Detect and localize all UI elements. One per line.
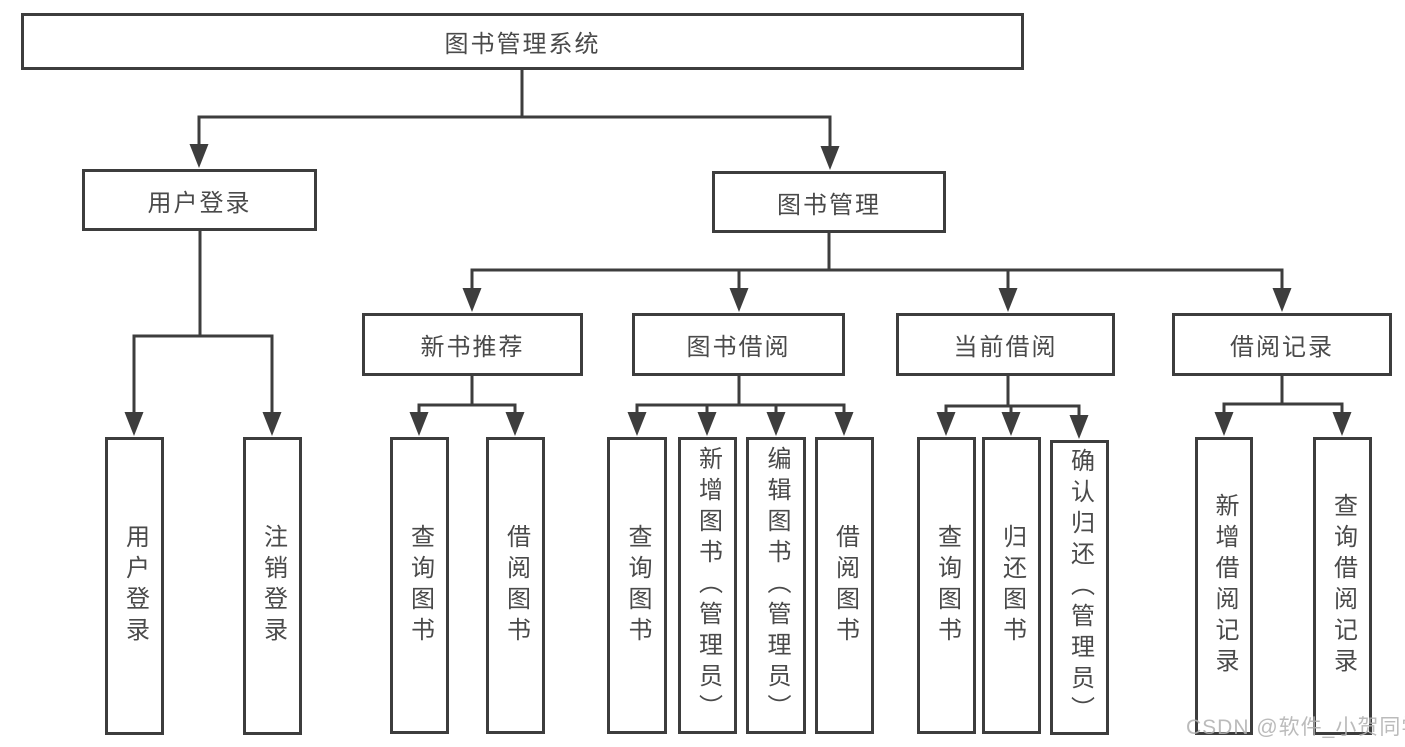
leaf-add-book-admin: 新增图书（管理员） <box>678 437 737 734</box>
node-book-management: 图书管理 <box>712 171 946 233</box>
leaf-add-borrow-record: 新增借阅记录 <box>1195 437 1253 735</box>
leaf-query-book-recommend: 查询图书 <box>390 437 449 734</box>
leaf-borrow-book-borrowing: 借阅图书 <box>815 437 874 734</box>
leaf-edit-book-admin: 编辑图书（管理员） <box>746 437 806 734</box>
node-current-borrowing: 当前借阅 <box>896 313 1115 376</box>
arrowheads <box>124 144 1352 439</box>
node-borrow-records: 借阅记录 <box>1172 313 1392 376</box>
leaf-query-borrow-record: 查询借阅记录 <box>1313 437 1372 735</box>
leaf-query-book-borrowing: 查询图书 <box>607 437 667 734</box>
leaf-return-book: 归还图书 <box>982 437 1041 734</box>
node-new-book-recommend: 新书推荐 <box>362 313 583 376</box>
node-root-system: 图书管理系统 <box>21 13 1024 70</box>
leaf-user-login: 用户登录 <box>105 437 164 735</box>
node-book-borrowing: 图书借阅 <box>632 313 845 376</box>
leaf-query-book-current: 查询图书 <box>917 437 976 734</box>
leaf-borrow-book-recommend: 借阅图书 <box>486 437 545 734</box>
csdn-watermark: CSDN @软件_小贺同学 <box>1186 716 1405 739</box>
leaf-confirm-return-admin: 确认归还（管理员） <box>1050 440 1109 735</box>
node-user-login: 用户登录 <box>82 169 317 231</box>
leaf-logout: 注销登录 <box>243 437 302 735</box>
